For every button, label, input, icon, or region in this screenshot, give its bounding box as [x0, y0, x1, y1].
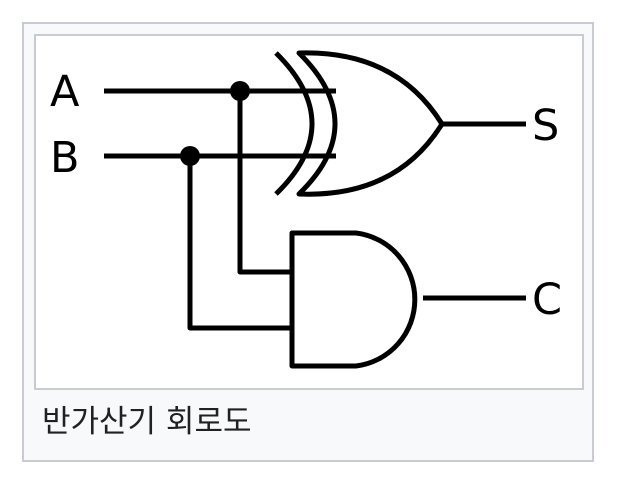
junction-b — [180, 146, 200, 166]
xor-gate — [296, 50, 445, 197]
output-label-s: S — [532, 101, 559, 151]
figure-thumbnail: A B S C 반가산기 회로도 — [22, 22, 594, 462]
wire-a-to-and — [237, 91, 292, 275]
wire-b-to-and — [187, 156, 292, 331]
circuit-image[interactable]: A B S C — [34, 34, 584, 390]
figure-caption: 반가산기 회로도 — [42, 404, 252, 440]
xor-gate-back-curve — [274, 51, 315, 196]
input-label-b: B — [50, 133, 80, 183]
output-label-c: C — [532, 275, 562, 325]
input-label-a: A — [50, 67, 80, 117]
half-adder-diagram: A B S C — [50, 50, 562, 369]
junction-a — [230, 81, 250, 101]
and-gate — [289, 230, 418, 369]
